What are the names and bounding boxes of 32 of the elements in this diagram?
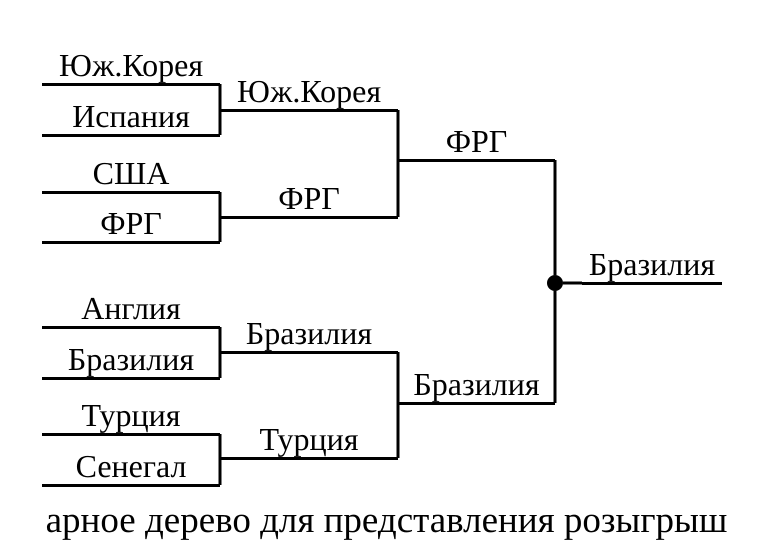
- team-name: США: [42, 156, 220, 194]
- bracket-line: [218, 350, 222, 378]
- bracket-line: [396, 352, 400, 404]
- bracket-line: [218, 327, 222, 354]
- team-name: Юж.Корея: [42, 48, 220, 86]
- team-name: Турция: [220, 422, 398, 460]
- team-name: Сенегал: [42, 448, 220, 486]
- team-name: ФРГ: [398, 124, 555, 162]
- team-name: Юж.Корея: [220, 74, 398, 112]
- bracket-line: [218, 456, 222, 485]
- team-name: Англия: [42, 290, 220, 328]
- bracket-line: [218, 84, 222, 112]
- team-name: Бразилия: [398, 366, 555, 404]
- team-name: Испания: [42, 98, 220, 136]
- team-name: Бразилия: [220, 316, 398, 354]
- bracket-line: [218, 108, 222, 135]
- bracket-line: [396, 402, 400, 458]
- junction-dot: [547, 275, 563, 291]
- bracket-line: [396, 110, 400, 162]
- bracket-line: [396, 158, 400, 217]
- bracket-line: [218, 192, 222, 218]
- team-name: Турция: [42, 398, 220, 436]
- bracket-line: [218, 434, 222, 460]
- team-name: Бразилия: [582, 246, 722, 284]
- caption: арное дерево для представления розыгрыш: [44, 500, 728, 542]
- bracket-line: [554, 160, 556, 275]
- bracket-line: [218, 216, 222, 242]
- team-name: Бразилия: [42, 342, 220, 380]
- team-name: ФРГ: [42, 206, 220, 244]
- bracket-line: [563, 282, 582, 284]
- team-name: ФРГ: [220, 180, 398, 218]
- bracket-line: [554, 291, 556, 403]
